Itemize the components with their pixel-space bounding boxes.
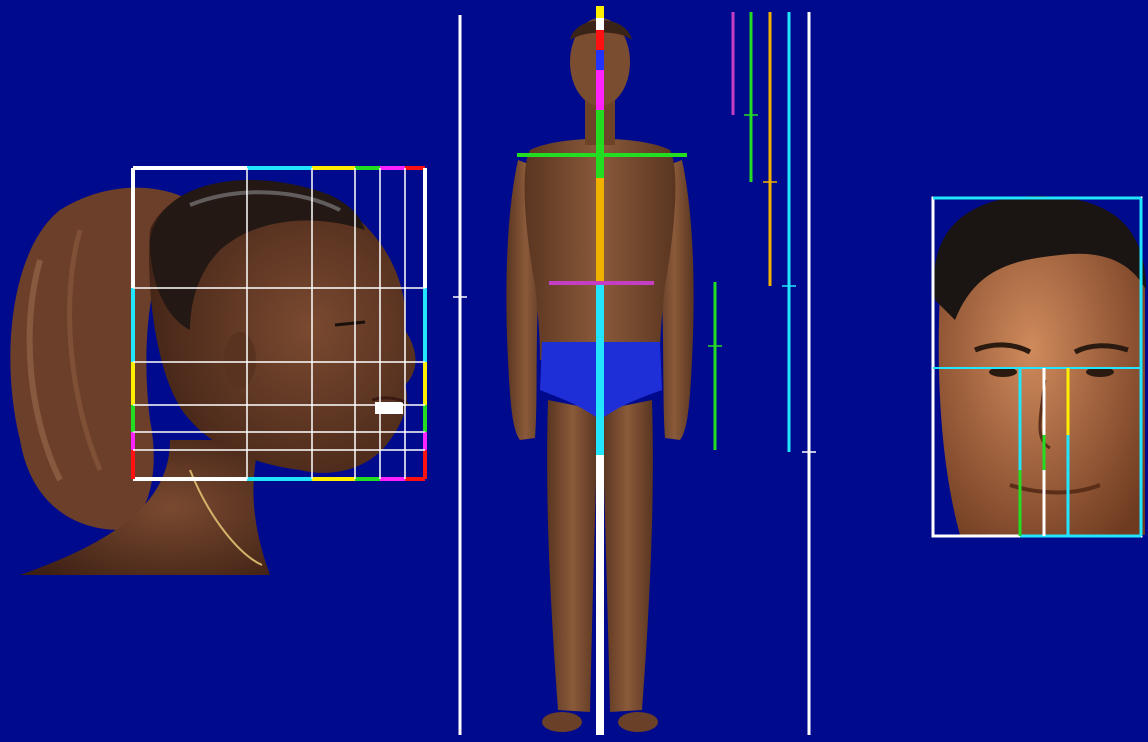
- right-height-reference-line: [802, 12, 816, 735]
- male-frontal-face: [934, 196, 1146, 535]
- proportion-bar-set: [708, 12, 796, 452]
- left-height-reference-line: [453, 15, 467, 735]
